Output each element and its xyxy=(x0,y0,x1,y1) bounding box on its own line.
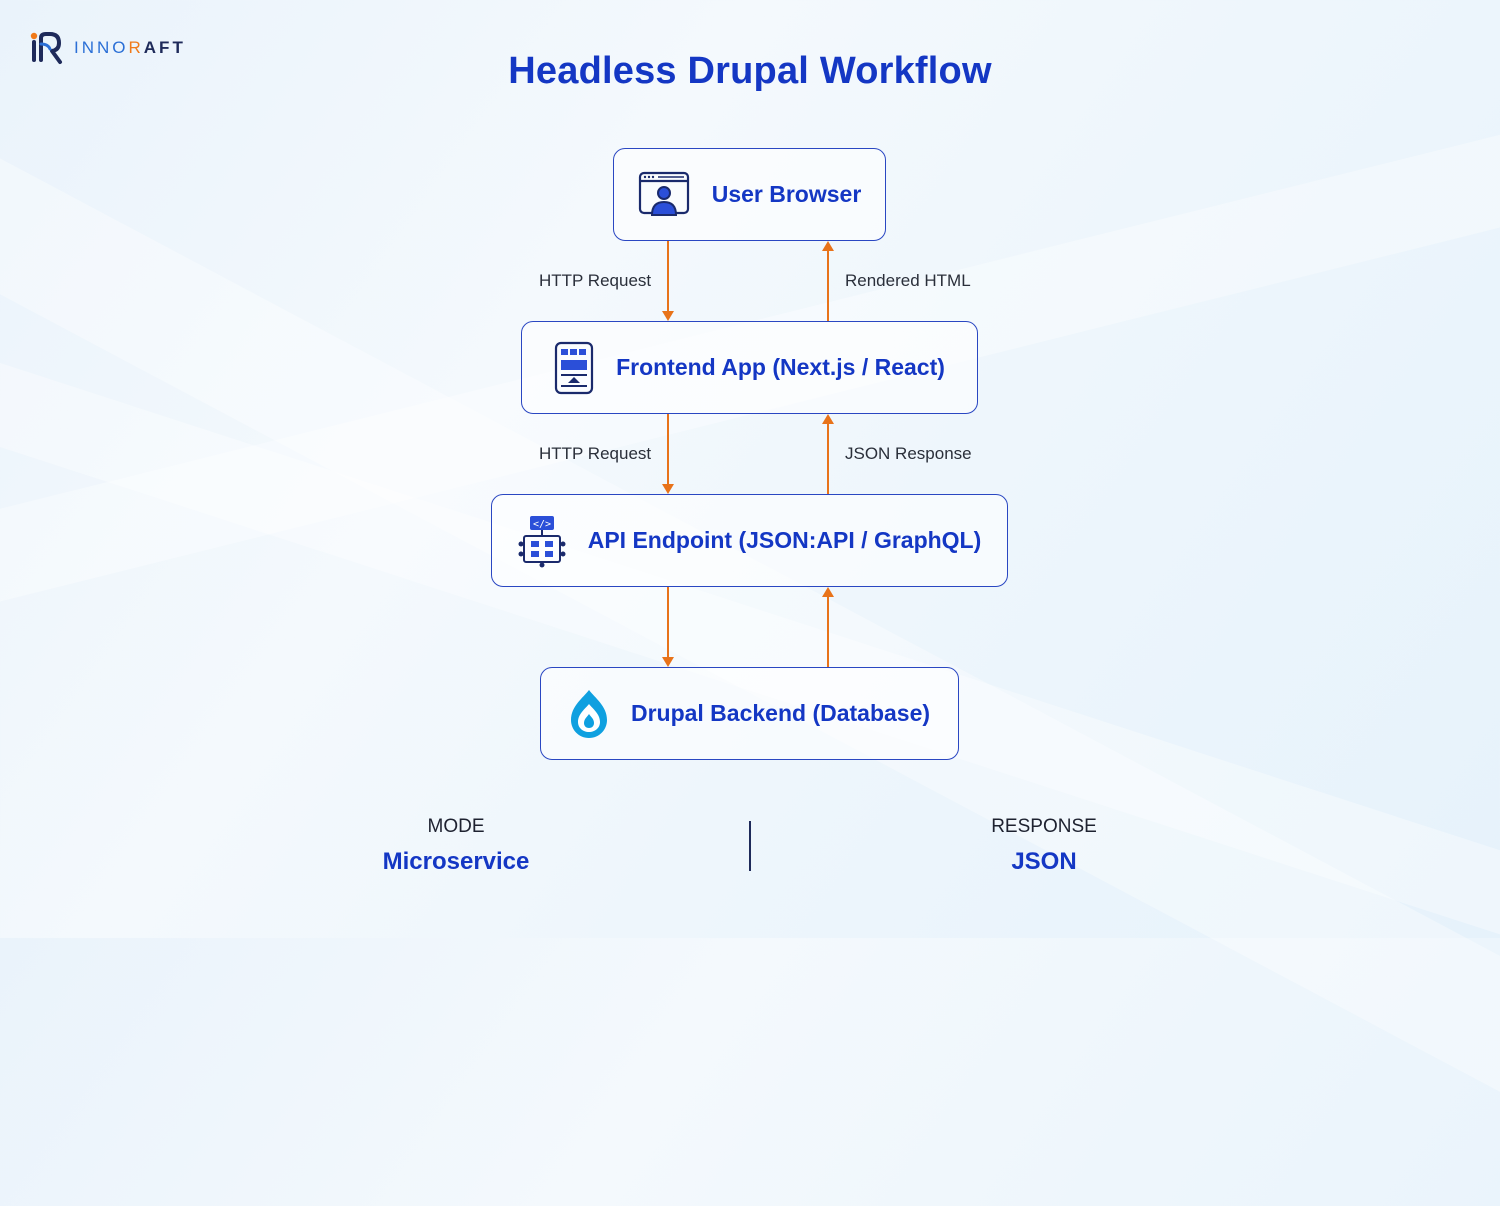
frontend-app-icon xyxy=(554,341,594,395)
stat-response-label: RESPONSE xyxy=(991,816,1097,837)
node-api-endpoint[interactable]: </> API Endpoint (JSON:API / GraphQL) xyxy=(491,494,1008,587)
logo-text-part3: AFT xyxy=(143,38,186,57)
node-frontend-app[interactable]: Frontend App (Next.js / React) xyxy=(521,321,978,414)
node-label: User Browser xyxy=(711,181,862,207)
edge-label-api-to-frontend: JSON Response xyxy=(845,444,972,463)
edge-label-frontend-to-api: HTTP Request xyxy=(539,444,652,463)
node-user-browser[interactable]: User Browser xyxy=(613,148,886,241)
svg-text:</>: </> xyxy=(533,519,551,530)
stat-response-value: JSON xyxy=(1011,848,1077,875)
logo-text-part1: INNO xyxy=(74,38,129,57)
node-label: Drupal Backend (Database) xyxy=(630,700,931,726)
flow-arrows xyxy=(662,241,834,667)
drupal-drop-icon xyxy=(569,688,609,740)
node-drupal-backend[interactable]: Drupal Backend (Database) xyxy=(540,667,959,760)
arrowhead-backend-to-api xyxy=(822,587,834,597)
stat-mode-label: MODE xyxy=(427,816,485,837)
edge-label-frontend-to-browser: Rendered HTML xyxy=(845,271,971,290)
arrowhead-api-to-frontend xyxy=(822,414,834,424)
arrowhead-api-to-backend xyxy=(662,657,674,667)
diagram-title: Headless Drupal Workflow xyxy=(508,50,992,92)
node-label: API Endpoint (JSON:API / GraphQL) xyxy=(587,527,982,553)
logo-text: INNORAFT xyxy=(74,38,186,58)
stat-mode-value: Microservice xyxy=(382,848,530,875)
node-label: Frontend App (Next.js / React) xyxy=(616,354,945,380)
stats-divider xyxy=(749,821,751,871)
user-browser-icon xyxy=(638,169,690,221)
arrowhead-browser-to-frontend xyxy=(662,311,674,321)
arrowhead-frontend-to-browser xyxy=(822,241,834,251)
logo-text-part2: R xyxy=(128,38,144,57)
arrowhead-frontend-to-api xyxy=(662,484,674,494)
innoraft-logo-icon xyxy=(30,32,62,64)
edge-label-browser-to-frontend: HTTP Request xyxy=(539,271,652,290)
api-endpoint-icon: </> xyxy=(518,514,566,568)
innoraft-logo[interactable]: INNORAFT xyxy=(28,30,186,66)
